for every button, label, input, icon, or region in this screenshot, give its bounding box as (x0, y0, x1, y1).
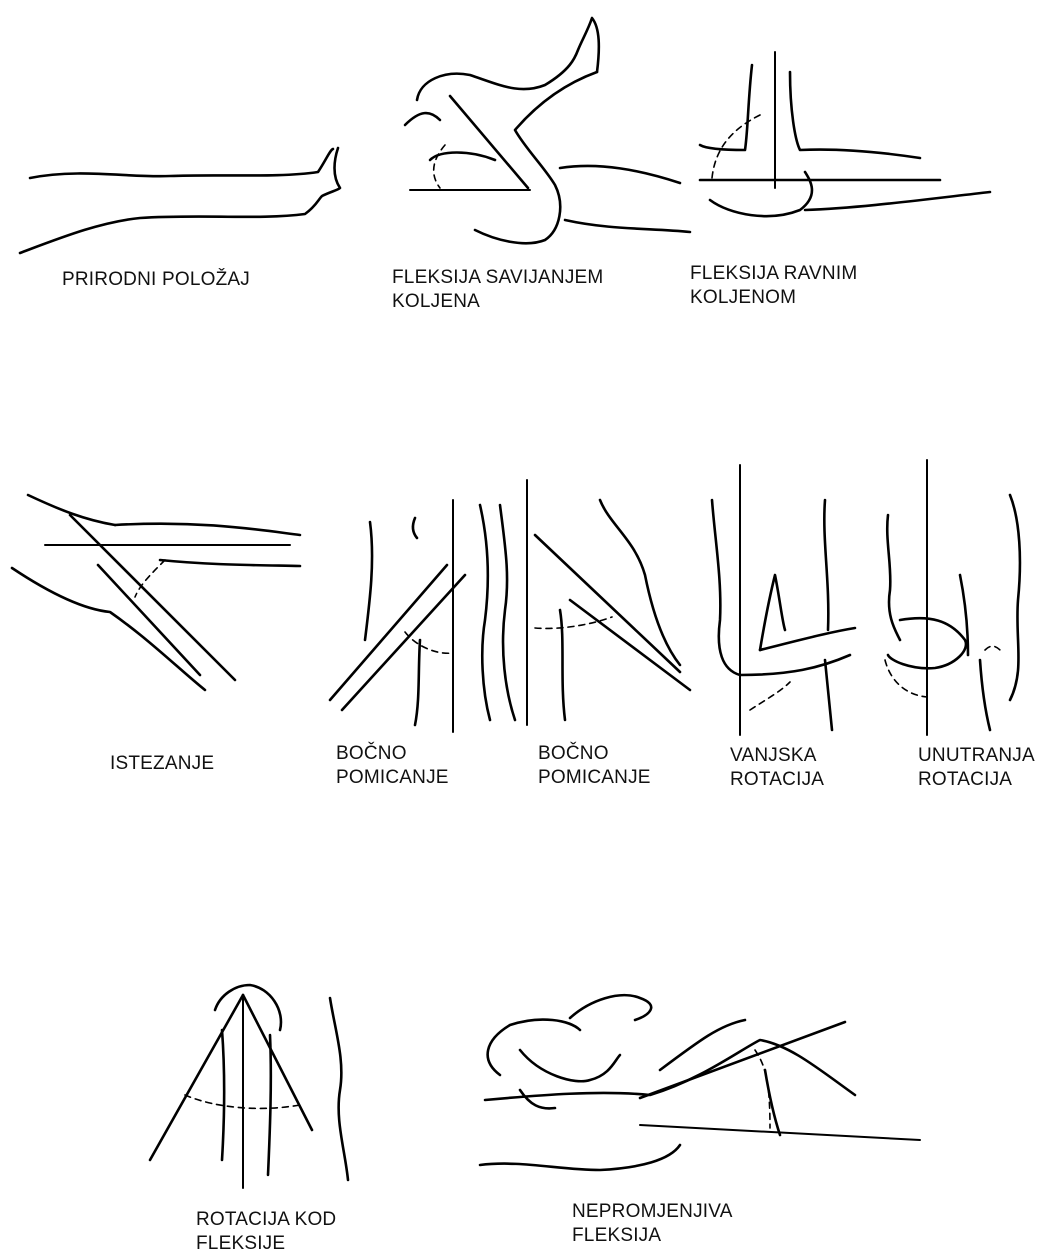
figure-internal-rotation (885, 460, 1020, 735)
figure-lateral-b (500, 480, 690, 725)
figure-flexion-straight-knee (700, 52, 990, 216)
label-rotation-at-flexion: ROTACIJA KOD FLEKSIJE (196, 1208, 336, 1256)
label-natural-position: PRIRODNI POLOŽAJ (62, 268, 250, 292)
figure-extension (12, 495, 300, 690)
label-lateral-movement-b: BOČNO POMICANJE (538, 742, 651, 790)
figure-rotation-flexion (150, 985, 348, 1188)
label-flexion-bent-knee: FLEKSIJA SAVIJANJEM KOLJENA (392, 266, 603, 314)
label-lateral-movement-a: BOČNO POMICANJE (336, 742, 449, 790)
figure-lateral-a (330, 500, 490, 732)
label-flexion-straight-knee: FLEKSIJA RAVNIM KOLJENOM (690, 262, 857, 310)
figure-external-rotation (712, 465, 855, 735)
label-internal-rotation: UNUTRANJA ROTACIJA (918, 744, 1035, 792)
label-external-rotation: VANJSKA ROTACIJA (730, 744, 824, 792)
figure-fixed-flexion (480, 995, 920, 1170)
label-extension: ISTEZANJE (110, 752, 214, 776)
label-fixed-flexion: NEPROMJENJIVA FLEKSIJA (572, 1200, 733, 1248)
figure-flexion-bent-knee (405, 18, 690, 243)
figure-natural-position (20, 148, 340, 253)
